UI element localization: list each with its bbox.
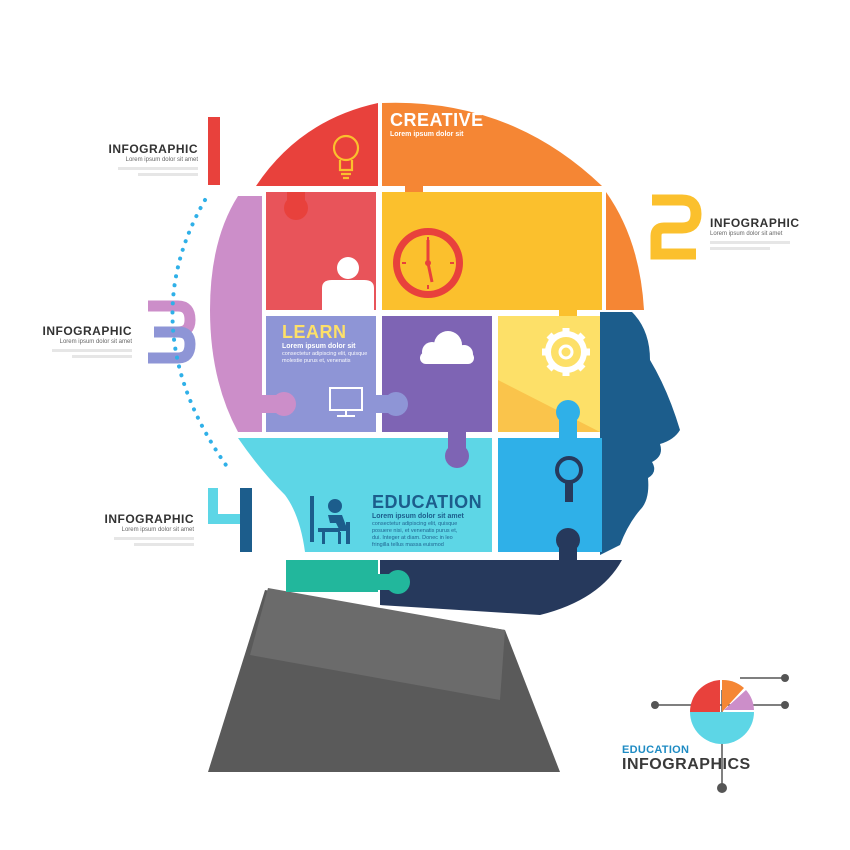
neck-navy-piece [380, 560, 622, 615]
creative-title: CREATIVE [390, 110, 484, 130]
back-head-lavender-piece [210, 196, 262, 432]
label-item-2-subtitle: Lorem ipsum dolor sit amet [710, 231, 783, 237]
lightbulb-icon [332, 134, 360, 180]
learn-title: LEARN [282, 322, 347, 342]
shoulders [208, 588, 560, 772]
placeholder-line [114, 537, 194, 540]
gear-icon [542, 328, 590, 376]
caption-line-2: INFOGRAPHICS [622, 756, 751, 773]
student-desk-icon [310, 496, 350, 544]
label-item-2-title: INFOGRAPHIC [710, 216, 800, 230]
education-text: EDUCATION Lorem ipsum dolor sit amet con… [372, 492, 490, 549]
label-item-3-subtitle: Lorem ipsum dolor sit amet [59, 339, 132, 345]
education-body-line: consectetur adipiscing elit, quisque [372, 521, 458, 527]
placeholder-line [72, 355, 132, 358]
number-4-shape [208, 488, 252, 552]
label-item-1: INFOGRAPHIC Lorem ipsum dolor sit amet [92, 142, 198, 176]
education-infographics-caption: EDUCATION INFOGRAPHICS [622, 744, 751, 774]
person-icon [322, 257, 374, 310]
sweater-collar [250, 588, 505, 700]
education-cyan-piece [238, 438, 492, 552]
creative-subtitle: Lorem ipsum dolor sit [390, 131, 464, 138]
cloud-icon [420, 331, 474, 364]
placeholder-line [710, 241, 790, 244]
education-subtitle: Lorem ipsum dolor sit amet [372, 513, 464, 520]
neck-teal-piece [286, 560, 378, 592]
education-body-line: dui. Integer at diam. Donec in leo [372, 535, 453, 541]
monitor-icon [329, 387, 363, 417]
creative-text: CREATIVE Lorem ipsum dolor sit [390, 110, 484, 139]
magnifier-icon [555, 456, 583, 502]
learn-text: LEARN Lorem ipsum dolor sit consectetur … [282, 322, 374, 365]
label-item-1-subtitle: Lorem ipsum dolor sit amet [125, 157, 198, 163]
right-orange-piece [606, 192, 644, 310]
placeholder-line [52, 349, 132, 352]
puzzle-knobs [262, 150, 580, 594]
label-item-2: INFOGRAPHIC Lorem ipsum dolor sit amet [710, 216, 820, 250]
learn-body-line: consectetur adipiscing elit, quisque [282, 351, 368, 357]
mini-pie-diagram [651, 674, 789, 793]
learn-subtitle: Lorem ipsum dolor sit [282, 343, 356, 350]
creative-red-piece [256, 103, 378, 186]
education-title: EDUCATION [372, 492, 483, 512]
label-item-3-title: INFOGRAPHIC [42, 324, 132, 338]
placeholder-line [710, 247, 770, 250]
label-item-4-subtitle: Lorem ipsum dolor sit amet [121, 527, 194, 533]
label-item-1-title: INFOGRAPHIC [108, 142, 198, 156]
caption-line-1: EDUCATION [622, 744, 690, 756]
education-body-line: fringilla tellus massa euismod [372, 542, 444, 548]
label-item-4: INFOGRAPHIC Lorem ipsum dolor sit amet [86, 512, 194, 546]
placeholder-line [134, 543, 194, 546]
label-item-3: INFOGRAPHIC Lorem ipsum dolor sit amet [24, 324, 132, 358]
dotted-connector [170, 198, 230, 470]
face-profile-piece [600, 312, 680, 555]
label-item-4-title: INFOGRAPHIC [104, 512, 194, 526]
search-blue-piece [498, 438, 602, 552]
number-1-shape [208, 117, 220, 185]
clock-icon [393, 228, 463, 298]
number-2-shape [650, 194, 702, 260]
placeholder-line [138, 173, 198, 176]
number-3-shape [148, 300, 196, 364]
placeholder-line [118, 167, 198, 170]
creative-orange-piece [382, 102, 602, 186]
learn-body-line: molestie purus et, venenatis [282, 358, 351, 364]
education-body-line: posuere nisi, et venenatis purus et, [372, 528, 458, 534]
